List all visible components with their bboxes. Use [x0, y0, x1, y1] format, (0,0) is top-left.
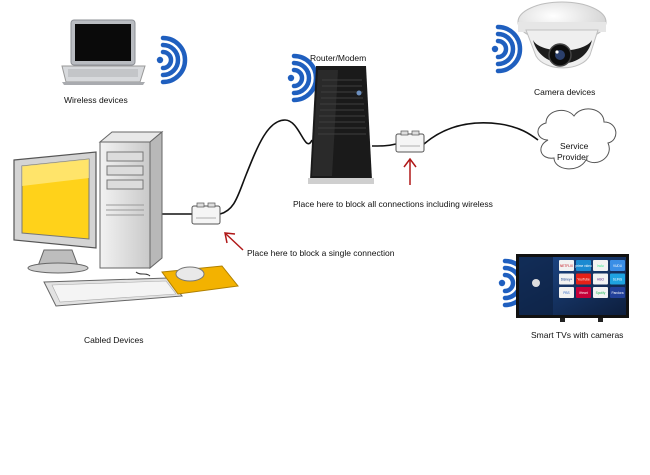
tv-app-label: Pandora	[611, 291, 623, 295]
router-icon	[308, 66, 374, 184]
cable-blocker-to-provider	[423, 122, 539, 145]
tv-app-label: PBS	[563, 291, 569, 295]
security-camera-icon	[517, 1, 607, 69]
tv-app-tile	[610, 273, 625, 285]
tv-app-label: VUDU	[613, 264, 623, 268]
label-service-provider-line1: Service	[560, 141, 589, 151]
tv-app-label: Disney+	[561, 277, 573, 281]
tv-app-label: YouTube	[577, 277, 590, 281]
tv-app-label: iHeart	[579, 291, 588, 295]
label-block-all: Place here to block all connections incl…	[293, 199, 493, 209]
tv-app-label: prime video	[575, 264, 592, 268]
wifi-icon	[492, 27, 520, 71]
blocker-device-icon	[395, 130, 425, 153]
cable-router-to-blocker	[371, 143, 397, 147]
laptop-icon	[61, 19, 146, 85]
arrow-icon	[403, 157, 417, 185]
tv-app-tile	[559, 273, 574, 285]
label-smart-tvs: Smart TVs with cameras	[531, 330, 624, 340]
label-block-single: Place here to block a single connection	[247, 248, 395, 258]
tv-app-label: NETFLIX	[560, 264, 574, 268]
label-cabled-devices: Cabled Devices	[84, 335, 144, 345]
cable-computer-to-router	[150, 119, 313, 215]
tv-app-label: Spotify	[596, 291, 606, 295]
tv-app-label: SLING	[613, 277, 623, 281]
tv-app-tile	[559, 260, 574, 271]
tv-app-tile	[576, 260, 591, 271]
tv-app-tile	[576, 273, 591, 285]
tv-app-tile	[610, 287, 625, 298]
tv-app-tile	[593, 273, 608, 285]
tv-app-tile	[576, 287, 591, 298]
blocker-device-icon	[191, 202, 221, 225]
desktop-computer-icon	[13, 130, 239, 307]
arrow-icon	[224, 232, 244, 251]
tv-app-tile	[593, 260, 608, 271]
wifi-icon	[157, 38, 185, 82]
label-camera-devices: Camera devices	[534, 87, 596, 97]
cloud-icon	[537, 108, 617, 170]
tv-app-label: hulu	[597, 264, 603, 268]
label-router-modem: Router/Modem	[310, 53, 367, 63]
label-service-provider-line2: Provider	[557, 152, 589, 162]
tv-app-tile	[610, 260, 625, 271]
tv-app-tile	[593, 287, 608, 298]
label-wireless-devices: Wireless devices	[64, 95, 128, 105]
tv-app-tile	[559, 287, 574, 298]
tv-app-label: HBO	[597, 277, 604, 281]
